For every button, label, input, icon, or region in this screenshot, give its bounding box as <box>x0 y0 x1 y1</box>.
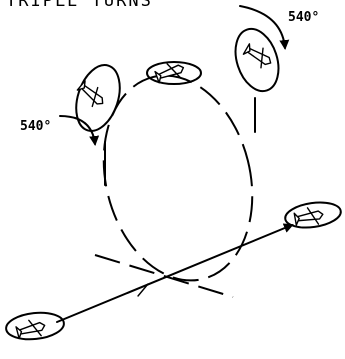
right-ground-helicopter <box>284 201 342 229</box>
helicopter-icon <box>74 77 110 112</box>
rotation-label-right: 540° <box>288 10 319 25</box>
rotation-label-left: 540° <box>20 119 51 134</box>
rotor-disc-icon <box>5 311 65 341</box>
right-turn-helicopter <box>234 27 280 93</box>
rotor-disc-icon <box>284 201 342 229</box>
left-turn-helicopter <box>74 64 121 132</box>
diagram-title: TRIPLE TURNS <box>6 0 153 11</box>
rotor-disc-icon <box>146 61 202 85</box>
vertical-loop-path <box>102 74 254 282</box>
rotor-disc-icon <box>234 27 280 93</box>
curved-arrow-icon <box>59 115 100 146</box>
helicopter-icon <box>293 204 326 229</box>
base-cross-line <box>94 254 234 298</box>
curved-arrow-icon <box>239 5 290 50</box>
top-loop-helicopter <box>146 58 202 87</box>
helicopter-icon <box>241 40 276 72</box>
track-arrow-mark <box>137 283 149 297</box>
ground-track-line <box>56 223 294 323</box>
left-ground-helicopter <box>5 311 65 343</box>
rotor-disc-icon <box>75 64 121 132</box>
